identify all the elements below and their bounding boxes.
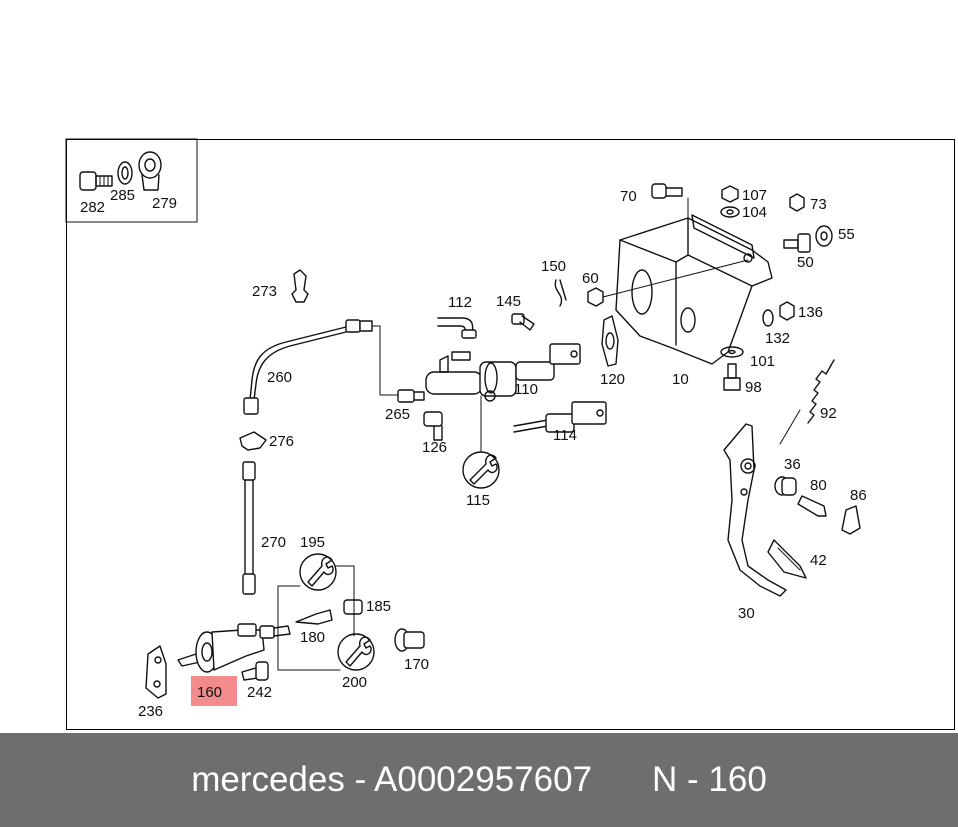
callout-73: 73 [810,196,827,213]
callout-86: 86 [850,487,867,504]
pedal-bracket-10-drawing [615,214,773,365]
callout-labels: 282 285 279 70 107 104 73 55 50 150 60 2… [80,187,867,720]
callout-279: 279 [152,195,177,212]
callout-136: 136 [798,304,823,321]
callout-160: 160 [197,684,222,701]
callout-110: 110 [514,381,538,398]
nut-60-drawing [587,259,749,307]
callout-276: 276 [269,433,294,450]
callout-120: 120 [600,371,625,388]
spring-92-drawing [779,359,835,445]
callout-80: 80 [810,477,827,494]
bolt-145-drawing [511,313,535,331]
callout-42: 42 [810,552,827,569]
wrench-icon-195 [299,553,337,591]
callout-260: 260 [267,369,292,386]
bleeder-180-drawing [295,609,333,625]
clip-276-drawing [239,431,267,451]
callout-126: 126 [422,439,447,456]
callout-36: 36 [784,456,801,473]
stud-70-drawing [651,183,689,231]
callout-145: 145 [496,293,521,310]
callout-282: 282 [80,199,105,216]
pedal-30-drawing [723,423,787,597]
callout-150: 150 [541,258,566,275]
wrench-icon-115 [462,395,500,489]
hose-112-drawing [437,317,477,339]
callout-98: 98 [745,379,762,396]
slave-cylinder-160-drawing [177,623,291,673]
washer-55-drawing [815,225,833,247]
footer-position-ref: N - 160 [652,760,767,799]
nut-107-drawing [721,185,739,203]
bolt-170-drawing [394,628,425,652]
callout-265: 265 [385,406,410,423]
callout-30: 30 [738,605,755,622]
callout-114: 114 [553,427,577,444]
bolt-126-drawing [423,411,443,441]
nut-136-drawing [779,301,795,321]
callout-132: 132 [765,330,790,347]
callout-195: 195 [300,534,325,551]
callout-180: 180 [300,629,325,646]
callout-115: 115 [466,492,490,509]
callout-112: 112 [448,294,472,311]
hose-270-drawing [242,461,256,595]
callout-107: 107 [742,187,767,204]
bolt-98-drawing [723,363,741,391]
highlight-160 [191,676,237,706]
brake-line-260-drawing [243,319,399,415]
callout-242: 242 [247,684,272,701]
callout-10: 10 [672,371,689,388]
push-rod-114-drawing [513,401,607,433]
clip-150-drawing [554,279,567,307]
pedal-pad-42-drawing [767,539,807,579]
bolt-265-drawing [397,389,425,403]
washer-285-drawing [117,161,133,185]
callout-55: 55 [838,226,855,243]
callout-170: 170 [404,656,429,673]
washer-132-drawing [762,309,774,327]
wrench-icon-200 [337,633,375,671]
inset-box [65,138,198,223]
clip-273-drawing [291,269,309,303]
callout-70: 70 [620,188,637,205]
bolt-50-drawing [783,233,811,253]
footer-part-number: mercedes - A0002957607 [191,760,593,799]
callout-273: 273 [252,283,277,300]
callout-200: 200 [342,674,367,691]
callout-101: 101 [750,353,775,370]
banjo-279-drawing [138,151,162,191]
pin-80-drawing [797,495,827,517]
gasket-120-drawing [601,315,619,367]
callout-104: 104 [742,204,767,221]
callout-285: 285 [110,187,135,204]
bolt-242-drawing [241,661,269,681]
footer-banner: mercedes - A0002957607 N - 160 [0,733,958,827]
callout-60: 60 [582,270,599,287]
bolt-282-drawing [79,171,113,191]
tool-bracket-lines [277,565,355,671]
washer-104-drawing [720,206,740,218]
nut-73-drawing [789,193,805,212]
plate-236-drawing [145,645,167,699]
callout-50: 50 [797,254,814,271]
washer-101-drawing [720,346,744,358]
callout-236: 236 [138,703,163,720]
master-cylinder-110-drawing [425,343,581,402]
callout-185: 185 [366,598,391,615]
bushing-36-drawing [774,476,797,496]
clip-86-drawing [841,505,861,535]
callout-270: 270 [261,534,286,551]
cap-185-drawing [343,599,363,615]
callout-92: 92 [820,405,837,422]
